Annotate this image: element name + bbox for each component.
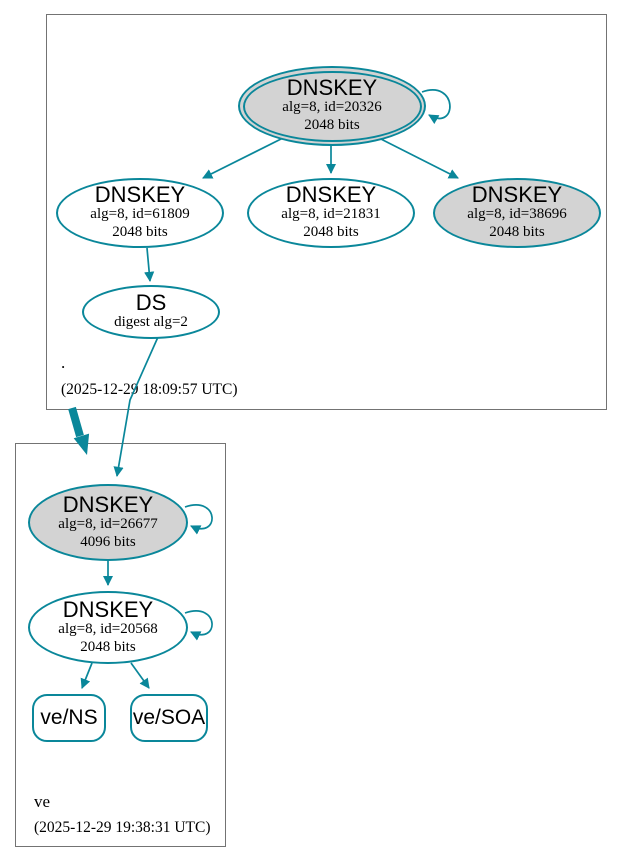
node-alg: alg=8, id=38696: [467, 206, 567, 223]
rrset-node-ve-ns[interactable]: ve/NS: [32, 694, 106, 742]
rrset-node-ve-soa[interactable]: ve/SOA: [130, 694, 208, 742]
node-title: DNSKEY: [286, 75, 378, 101]
node-text: DNSKEY alg=8, id=26677 4096 bits: [58, 491, 158, 551]
node-text: DNSKEY alg=8, id=20568 2048 bits: [58, 596, 158, 656]
node-bits: 2048 bits: [112, 224, 168, 240]
node-alg: alg=8, id=61809: [90, 206, 190, 223]
dnskey-node-61809[interactable]: DNSKEY alg=8, id=61809 2048 bits: [56, 178, 224, 248]
node-title: DS: [135, 290, 167, 316]
node-alg: alg=8, id=26677: [58, 515, 158, 532]
edge-delegation-root-to-ve-shaft: [68, 406, 84, 438]
ve-zone-name: ve: [34, 792, 51, 811]
dnskey-node-20326[interactable]: DNSKEY alg=8, id=20326 2048 bits: [238, 66, 426, 146]
node-title: DNSKEY: [62, 596, 154, 622]
rrset-label: ve/SOA: [132, 706, 206, 729]
node-bits: 4096 bits: [80, 533, 136, 550]
node-bits: 2048 bits: [303, 224, 359, 240]
ds-node[interactable]: DS digest alg=2: [82, 285, 220, 339]
root-zone-name: .: [61, 353, 66, 372]
rrset-label: ve/NS: [40, 706, 98, 729]
node-bits: 2048 bits: [489, 224, 545, 240]
node-title: DNSKEY: [471, 182, 563, 208]
node-title: DNSKEY: [62, 491, 154, 517]
dnskey-node-26677[interactable]: DNSKEY alg=8, id=26677 4096 bits: [28, 484, 188, 561]
node-title: DNSKEY: [94, 182, 186, 208]
node-text: DNSKEY alg=8, id=21831 2048 bits: [281, 184, 380, 241]
node-digest: digest alg=2: [114, 314, 188, 331]
root-zone-timestamp: (2025-12-29 18:09:57 UTC): [61, 381, 238, 398]
dnskey-node-38696[interactable]: DNSKEY alg=8, id=38696 2048 bits: [433, 178, 601, 248]
ve-zone-timestamp: (2025-12-29 19:38:31 UTC): [34, 819, 211, 836]
node-bits: 2048 bits: [304, 117, 360, 133]
node-text: DNSKEY alg=8, id=20326 2048 bits: [282, 77, 381, 134]
node-text: DNSKEY alg=8, id=38696 2048 bits: [467, 184, 566, 241]
node-alg: alg=8, id=20326: [282, 99, 382, 116]
node-alg: alg=8, id=20568: [58, 620, 158, 637]
node-text: DS digest alg=2: [114, 292, 188, 332]
dnskey-node-20568[interactable]: DNSKEY alg=8, id=20568 2048 bits: [28, 591, 188, 664]
node-alg: alg=8, id=21831: [281, 206, 381, 223]
node-bits: 2048 bits: [80, 638, 136, 655]
dnskey-node-21831[interactable]: DNSKEY alg=8, id=21831 2048 bits: [247, 178, 415, 248]
node-title: DNSKEY: [285, 182, 377, 208]
node-text: DNSKEY alg=8, id=61809 2048 bits: [90, 184, 189, 241]
